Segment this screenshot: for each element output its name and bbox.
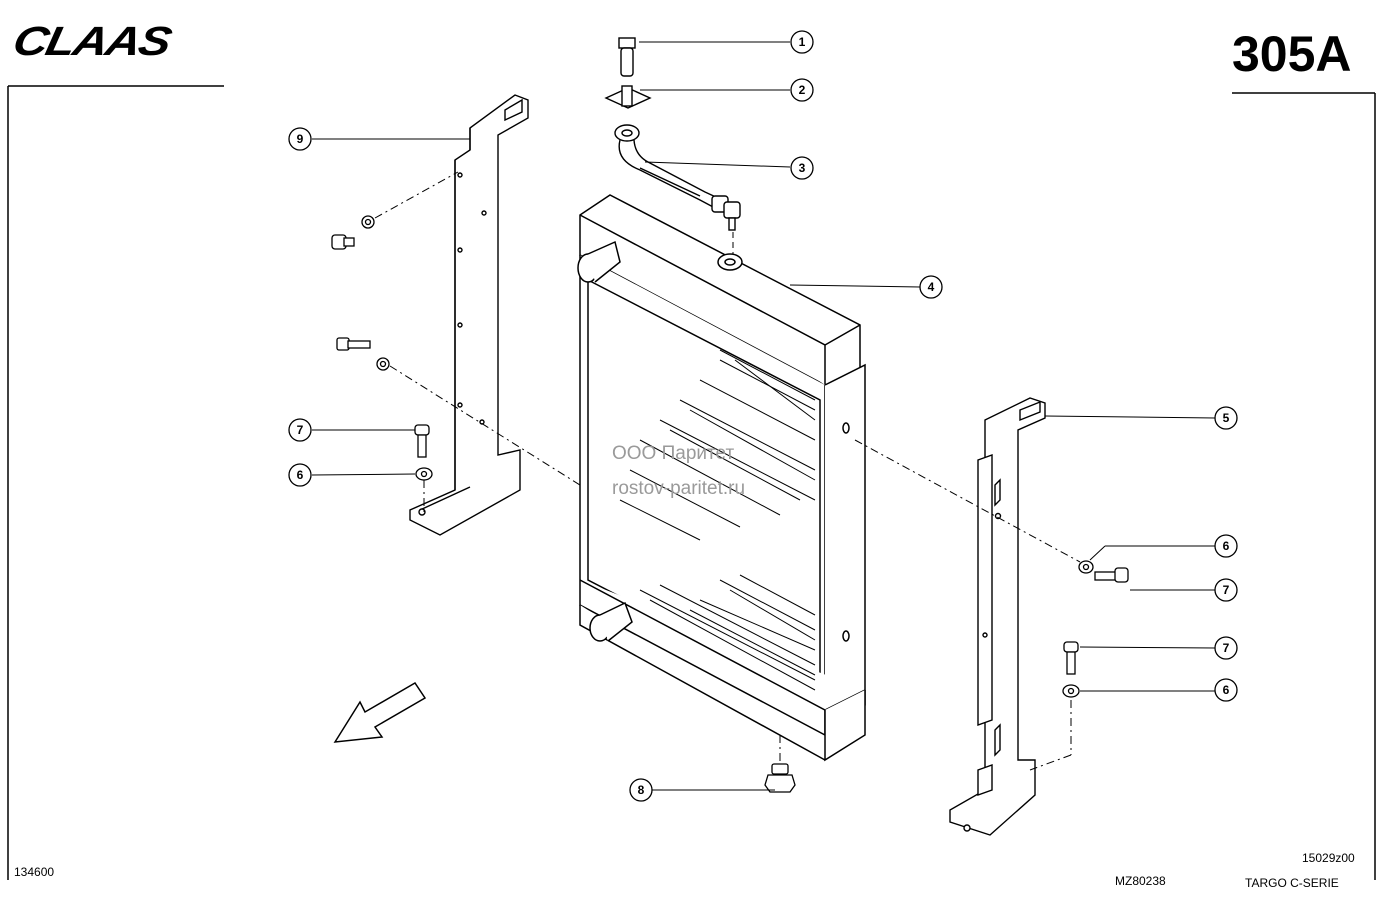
callout-5: 5 xyxy=(1223,411,1230,425)
direction-arrow-icon xyxy=(333,681,427,743)
callout-6a: 6 xyxy=(1223,539,1230,553)
footer-revision: 15029z00 xyxy=(1302,851,1355,865)
callout-4: 4 xyxy=(928,280,935,294)
left-dash-lines xyxy=(374,171,581,512)
right-bracket xyxy=(949,397,1046,836)
callout-1: 1 xyxy=(799,35,806,49)
callout-6c: 6 xyxy=(297,468,304,482)
callout-labels: 1 2 3 4 5 6 7 6 7 8 9 7 6 xyxy=(297,35,1230,797)
footer-drawing-number: MZ80238 xyxy=(1115,874,1166,888)
callout-7a: 7 xyxy=(1223,583,1230,597)
watermark-line1: ООО Паритет xyxy=(612,443,735,464)
left-bracket xyxy=(409,94,529,536)
radiator-fins xyxy=(619,349,816,691)
left-fasteners xyxy=(331,215,433,481)
radiator xyxy=(577,194,866,762)
leader-lines xyxy=(311,41,1216,791)
hose-assembly xyxy=(604,37,741,231)
callout-2: 2 xyxy=(799,83,806,97)
right-fasteners xyxy=(764,560,1129,793)
callout-circles xyxy=(288,30,1238,802)
footer-left-code: 134600 xyxy=(14,865,55,879)
watermark-line2: rostov-paritet.ru xyxy=(612,478,746,499)
callout-6b: 6 xyxy=(1223,683,1230,697)
callout-9: 9 xyxy=(297,132,304,146)
callout-7c: 7 xyxy=(297,423,304,437)
right-dash-lines xyxy=(779,439,1081,771)
frame-lines xyxy=(7,85,1376,880)
callout-7b: 7 xyxy=(1223,641,1230,655)
callout-8: 8 xyxy=(638,783,645,797)
callout-3: 3 xyxy=(799,161,806,175)
footer-series: TARGO C-SERIE xyxy=(1245,876,1339,890)
page-number: 305A xyxy=(1232,26,1352,82)
